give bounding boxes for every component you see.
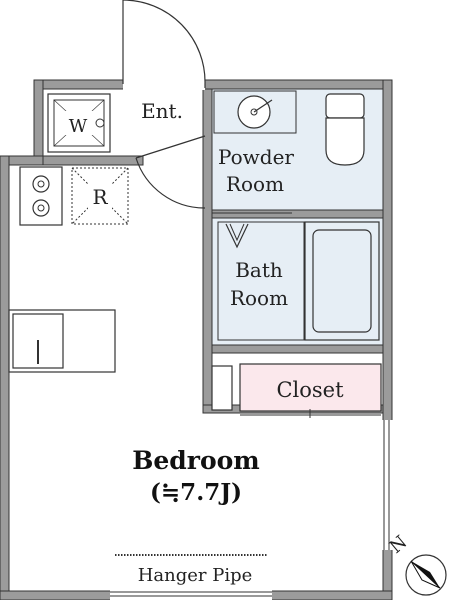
washer-space: W xyxy=(47,93,111,153)
powder-room-label-line2: Room xyxy=(226,172,284,196)
bottom-window xyxy=(110,591,272,597)
refrigerator-label: R xyxy=(92,185,108,209)
washer-label: W xyxy=(69,116,88,137)
entrance-label: Ent. xyxy=(141,99,183,123)
powder-room: Powder Room xyxy=(211,88,384,211)
powder-room-label-line1: Powder xyxy=(218,145,294,169)
hanger-pipe: Hanger Pipe xyxy=(115,554,268,586)
kitchen-counter xyxy=(8,309,116,373)
compass: N xyxy=(386,532,447,596)
stove xyxy=(19,166,63,226)
bath-room-label-line2: Room xyxy=(230,286,288,310)
closet: Closet xyxy=(239,363,382,418)
inner-door xyxy=(135,135,206,209)
hanger-pipe-label: Hanger Pipe xyxy=(138,565,253,586)
bedroom-label: Bedroom xyxy=(132,446,260,475)
storage-niche xyxy=(211,365,233,411)
entry-door xyxy=(122,0,206,88)
right-window xyxy=(383,420,390,550)
refrigerator-space: R xyxy=(71,167,129,225)
bath-room-label-line1: Bath xyxy=(235,258,283,282)
bath-room: Bath Room xyxy=(211,217,384,346)
closet-label: Closet xyxy=(276,378,344,402)
door-openings xyxy=(110,79,393,600)
bedroom-size-label: (≒7.7J) xyxy=(150,479,242,506)
powder-room-door xyxy=(212,209,292,214)
